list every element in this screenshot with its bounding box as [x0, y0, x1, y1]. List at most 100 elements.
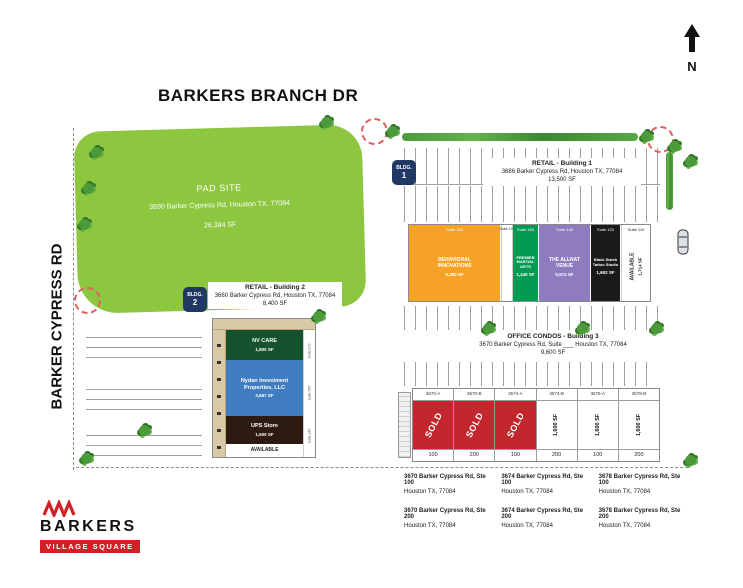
- tree-icon: [641, 131, 652, 142]
- suite-number: Suite 170: [499, 227, 515, 231]
- bldg2-address: 3660 Barker Cypress Rd, Houston TX, 7708…: [214, 293, 336, 299]
- suite-body: [502, 232, 512, 301]
- suite-body: AVAILABLE 1,714 SF: [622, 232, 650, 301]
- parking-row: [86, 328, 202, 358]
- condo-number: 200: [634, 452, 644, 458]
- directory-entry: 3678 Barker Cypress Rd, Ste 200 Houston …: [599, 508, 690, 529]
- directory-entry: 3678 Barker Cypress Rd, Ste 100 Houston …: [599, 474, 690, 495]
- parking-row: [86, 380, 202, 410]
- suite-number: Suite 140: [556, 227, 573, 232]
- tenant-name: Nydan Investment Properties, LLC: [240, 378, 289, 391]
- condo-number: 200: [552, 452, 562, 458]
- condo-3678-b: 3678-B 1,600 SF 200: [618, 389, 660, 461]
- street-label-barkers-branch: BARKERS BRANCH DR: [158, 86, 359, 105]
- hedge: [666, 152, 673, 210]
- entrance-marker: [361, 118, 388, 145]
- tenant-name: AVAILABLE: [629, 252, 636, 281]
- condo-number: 100: [428, 452, 438, 458]
- building-1: Suite 180 BEHAVIORAL INNOVATIONS 6,380 S…: [408, 224, 651, 302]
- pad-site-title: PAD SITE: [196, 182, 242, 194]
- tree-icon: [651, 323, 662, 334]
- condo-size: 1,600 SF: [553, 413, 560, 437]
- suite-number: Suite 270: [307, 343, 312, 359]
- directory-address: 3674 Barker Cypress Rd, Ste 200: [501, 508, 584, 520]
- north-arrow-icon: [684, 24, 700, 52]
- condo-3670-a: 3670-A SOLD 100: [413, 389, 455, 461]
- tenant-name: PREMIER MARTIAL ARTS: [516, 254, 535, 269]
- logo-tagline: VILLAGE SQUARE: [40, 540, 140, 553]
- bldg3-title: OFFICE CONDOS - Building 3: [507, 333, 599, 340]
- tree-icon: [685, 156, 696, 167]
- directory-address: 3678 Barker Cypress Rd, Ste 100: [598, 474, 681, 486]
- tenant-size: 1,440 SF: [516, 272, 535, 278]
- unit-nydan-investment: Nydan Investment Properties, LLC 3,667 S…: [226, 360, 303, 416]
- condo-label: 3678-B: [631, 391, 647, 396]
- bldg1-size: 13,500 SF: [548, 177, 576, 183]
- property-line-bottom: [76, 467, 688, 468]
- condo-label: 3670-B: [467, 391, 482, 396]
- suite-110-available: Suite 110 AVAILABLE 1,714 SF: [621, 225, 650, 301]
- suite-140-the-allnat-venue: Suite 140 THE ALLNAT VENUE 5,574 SF: [539, 225, 591, 301]
- condo-label: 3674-B: [549, 391, 564, 396]
- unit-ups-store: UPS Store 1,600 SF: [226, 416, 303, 444]
- unit-available: AVAILABLE: [226, 444, 303, 457]
- bldg2-badge-text: BLDG.: [187, 292, 203, 298]
- suite-120-black-swish-tattoo: Suite 120 Black Swish Tattoo Studio 1,69…: [591, 225, 621, 301]
- bldg1-title: RETAIL - Building 1: [531, 160, 593, 167]
- condo-number: 200: [469, 452, 479, 458]
- tenant-size: 3,667 SF: [255, 393, 274, 398]
- bldg2-size: 8,400 SF: [262, 301, 288, 307]
- directory-city: Houston TX, 77084: [598, 489, 651, 495]
- unit-nv-care: NV CARE 1,800 SF: [226, 330, 303, 360]
- directory-entry: 3670 Barker Cypress Rd, Ste 200 Houston …: [404, 508, 495, 529]
- directory-city: Houston TX, 77084: [404, 523, 456, 529]
- bldg1-badge-text: BLDG.: [396, 165, 412, 171]
- tree-icon: [685, 455, 696, 466]
- suite-body: Black Swish Tattoo Studio 1,692 SF: [591, 232, 620, 301]
- bldg1-address: 3686 Barker Cypress Rd, Houston TX, 7708…: [501, 169, 623, 175]
- suite-number: Suite 240: [307, 428, 312, 444]
- logo-mark-icon: [42, 500, 76, 517]
- condo-3678-a: 3678-A 1,600 SF 100: [577, 389, 619, 461]
- entrance-marker: [74, 287, 101, 314]
- suite-170-vacant: Suite 170: [499, 225, 515, 301]
- tree-icon: [387, 126, 398, 137]
- suite-number: Suite 160: [517, 227, 534, 232]
- directory-city: Houston TX, 77084: [404, 489, 456, 495]
- barkers-village-square-logo: BARKERS VILLAGE SQUARE: [40, 500, 160, 554]
- condo-number: 100: [510, 452, 521, 458]
- directory-address: 3674 Barker Cypress Rd, Ste 100: [501, 474, 584, 486]
- directory-address: 3670 Barker Cypress Rd, Ste 100: [404, 474, 486, 486]
- parking-row: [404, 306, 660, 330]
- suite-body: THE ALLNAT VENUE 5,574 SF: [539, 232, 590, 301]
- tree-icon: [81, 453, 92, 464]
- tree-icon: [83, 183, 94, 194]
- car-icon: [676, 228, 690, 261]
- bldg1-badge: BLDG. 1: [392, 160, 416, 185]
- suite-number: Suite 180: [446, 227, 463, 232]
- tenant-name: BEHAVIORAL INNOVATIONS: [437, 256, 472, 269]
- address-directory: 3670 Barker Cypress Rd, Ste 100 Houston …: [404, 474, 690, 529]
- suite-180-behavioral-innovations: Suite 180 BEHAVIORAL INNOVATIONS 6,380 S…: [409, 225, 501, 301]
- condo-status: SOLD: [504, 410, 527, 440]
- tenant-name: THE ALLNAT VENUE: [549, 256, 580, 269]
- bldg2-title: RETAIL - Building 2: [244, 284, 306, 291]
- hedge: [402, 133, 638, 141]
- suite-160-premier-martial-arts: Suite 160 PREMIER MARTIAL ARTS 1,440 SF: [513, 225, 539, 301]
- logo-name: BARKERS: [40, 518, 137, 535]
- tree-icon: [321, 117, 332, 128]
- tenant-size: 5,574 SF: [555, 271, 574, 277]
- suite-number: Suite 110: [627, 227, 645, 232]
- condo-size: 1,600 SF: [635, 413, 642, 437]
- tenant-size: 1,600 SF: [255, 431, 274, 437]
- tenant-size: 1,692 SF: [596, 270, 615, 275]
- tree-icon: [313, 311, 324, 322]
- condo-3674-a: 3674-A SOLD 100: [495, 389, 537, 461]
- suite-body: BEHAVIORAL INNOVATIONS 6,380 SF: [409, 232, 500, 301]
- tenant-size: 6,380 SF: [445, 271, 464, 277]
- directory-city: Houston TX, 77084: [501, 523, 553, 529]
- directory-entry: 3674 Barker Cypress Rd, Ste 200 Houston …: [501, 508, 592, 529]
- tree-icon: [79, 219, 90, 230]
- tenant-size: 1,800 SF: [255, 346, 274, 352]
- tree-icon: [669, 141, 680, 152]
